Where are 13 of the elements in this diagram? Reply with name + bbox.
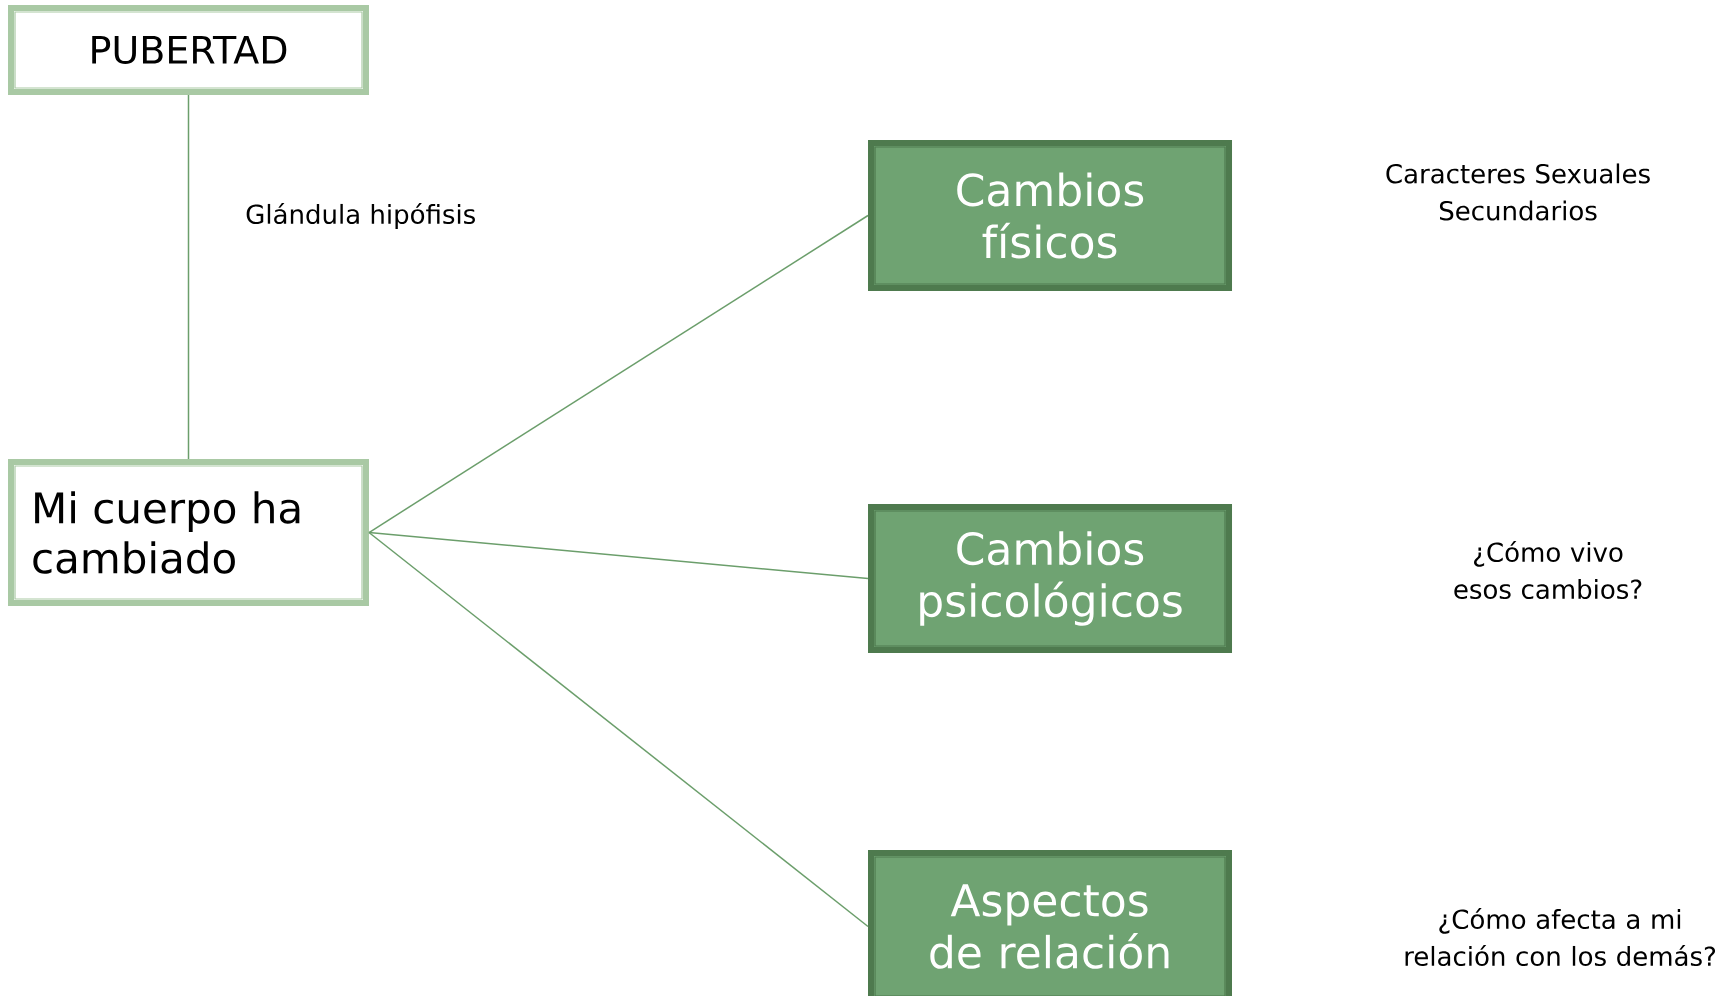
note-text: Glándula hipófisis <box>246 202 475 230</box>
topic-box: Mi cuerpo ha cambiado <box>8 459 369 606</box>
connector-line <box>368 531 869 928</box>
connector-line <box>368 214 869 534</box>
category-box: Aspectos de relación <box>868 850 1232 996</box>
note-text: Caracteres Sexuales Secundarios <box>1386 163 1650 221</box>
connector-line <box>187 94 190 460</box>
category-box: Cambios psicológicos <box>868 504 1232 653</box>
note-text: ¿Cómo afecta a mi relación con los demás? <box>1405 907 1716 967</box>
category-box: Cambios físicos <box>868 140 1232 291</box>
connector-line <box>368 531 869 580</box>
note-text: ¿Cómo vivo esos cambios? <box>1454 540 1642 600</box>
topic-box: PUBERTAD <box>8 5 369 95</box>
